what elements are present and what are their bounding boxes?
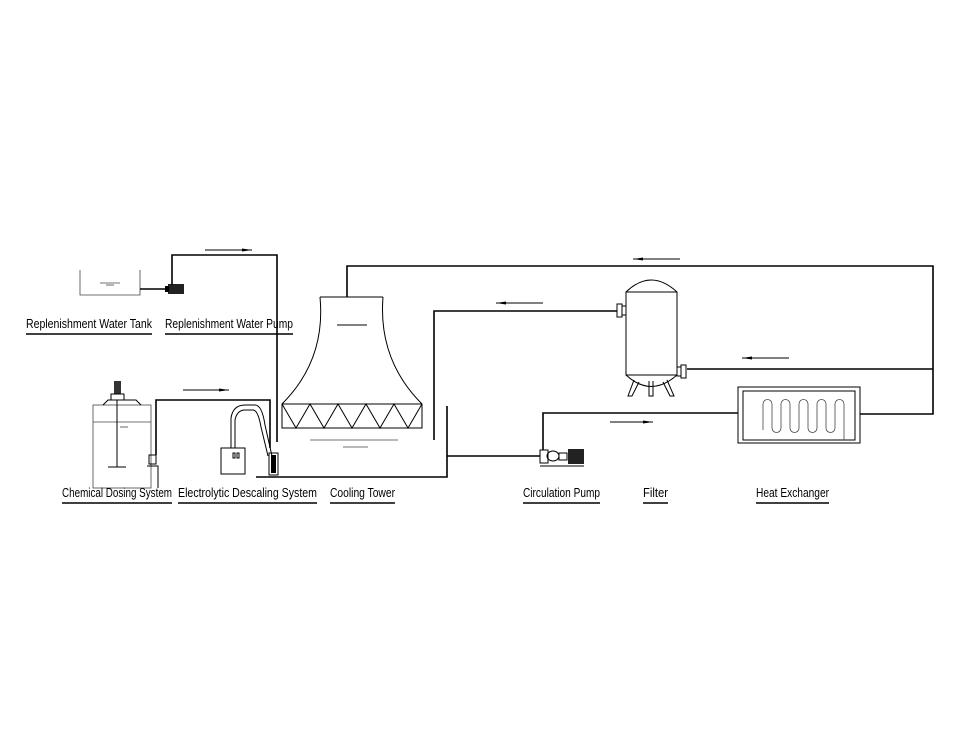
svg-text:Circulation Pump: Circulation Pump xyxy=(523,485,600,500)
filter-vessel xyxy=(616,279,687,397)
heat-exchanger xyxy=(737,386,861,444)
label-cooling-tower: Cooling Tower xyxy=(330,485,396,504)
label-replenishment-water-tank: Replenishment Water Tank xyxy=(26,316,152,335)
cooling-tower xyxy=(256,296,448,478)
label-circulation-pump: Circulation Pump xyxy=(523,485,600,504)
svg-text:Filter: Filter xyxy=(643,485,669,500)
label-replenishment-water-pump: Replenishment Water Pump xyxy=(165,316,293,335)
electrolytic-descaling-unit xyxy=(220,404,279,476)
replenishment-water-pump xyxy=(165,284,184,294)
svg-text:Heat Exchanger: Heat Exchanger xyxy=(756,485,830,500)
filter-inlet-pipe xyxy=(687,356,933,370)
svg-text:Cooling Tower: Cooling Tower xyxy=(330,485,396,500)
label-chemical-dosing-system: Chemical Dosing System xyxy=(62,485,172,504)
replenishment-water-tank xyxy=(79,270,141,296)
circulation-pump xyxy=(539,449,584,467)
label-filter: Filter xyxy=(643,485,669,504)
chemical-dosing-tank xyxy=(92,381,271,489)
svg-text:Chemical Dosing System: Chemical Dosing System xyxy=(62,485,172,500)
label-heat-exchanger: Heat Exchanger xyxy=(756,485,830,504)
label-electrolytic-descaling-system: Electrolytic Descaling System xyxy=(178,485,317,504)
return-pipe-top xyxy=(346,257,934,415)
filter-to-tower-pipe xyxy=(433,301,617,440)
pump-to-heat-exchanger-pipe xyxy=(447,412,738,457)
svg-text:Electrolytic Descaling System: Electrolytic Descaling System xyxy=(178,485,317,500)
svg-text:Replenishment Water Pump: Replenishment Water Pump xyxy=(165,316,293,331)
svg-text:Replenishment Water Tank: Replenishment Water Tank xyxy=(26,316,152,331)
replenishment-pipe xyxy=(140,248,278,442)
